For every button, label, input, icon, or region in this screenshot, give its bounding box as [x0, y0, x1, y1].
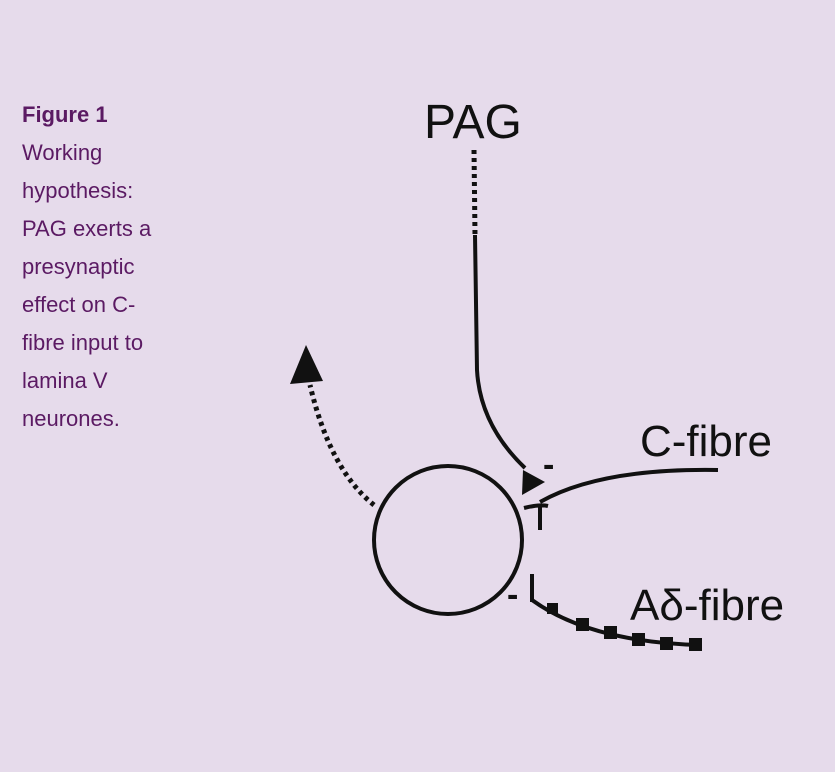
pag-label: PAG [424, 96, 522, 149]
figure-caption: Figure 1 Working hypothesis: PAG exerts … [22, 96, 182, 438]
figure-description: Working hypothesis: PAG exerts a presyna… [22, 140, 152, 431]
inhibitory-sign-a: - [507, 576, 518, 614]
output-pathway-dotted [307, 384, 376, 507]
figure-title: Figure 1 [22, 102, 108, 127]
a-delta-fibre-label: Aδ-fibre [630, 581, 784, 630]
c-fibre-synapse [523, 503, 549, 530]
a-delta-myelin-segments [547, 603, 702, 651]
neuron-cell-body [372, 464, 524, 616]
myelin-segment [660, 637, 673, 650]
a-delta-axon [530, 598, 701, 647]
inhibitory-sign-c: - [543, 446, 554, 484]
myelin-segment [576, 618, 589, 631]
myelin-segment [604, 626, 617, 639]
pag-pathway-solid [473, 234, 527, 470]
pag-arrowhead [522, 470, 545, 495]
myelin-segment [632, 633, 645, 646]
myelin-segment [689, 638, 702, 651]
c-fibre-label: C-fibre [640, 417, 772, 466]
output-arrowhead [290, 345, 323, 384]
c-fibre-axon [539, 467, 719, 504]
pag-pathway-dotted [471, 149, 478, 236]
myelin-segment [547, 603, 558, 614]
